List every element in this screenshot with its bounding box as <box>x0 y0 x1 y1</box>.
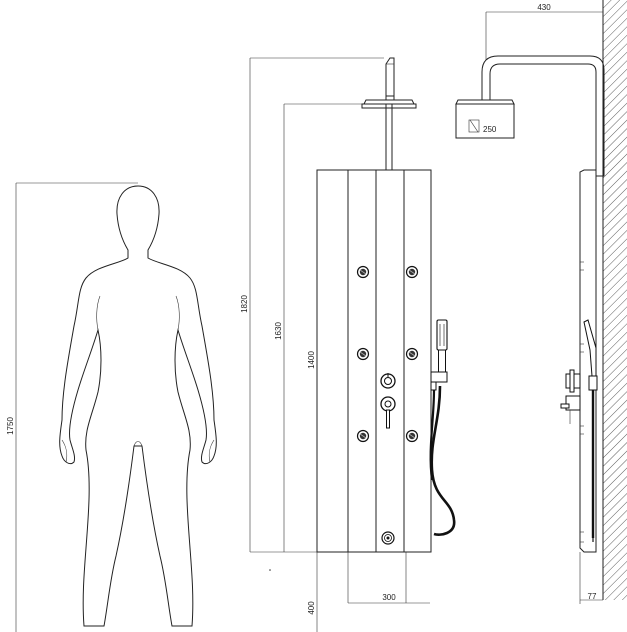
jet-icon <box>405 265 419 279</box>
label-77: 77 <box>588 592 597 601</box>
human-silhouette <box>59 185 217 627</box>
label-1400: 1400 <box>307 351 316 369</box>
body-jets <box>356 265 419 443</box>
wall <box>602 0 627 600</box>
dimension-arm-length: 430 <box>485 3 603 60</box>
label-1820: 1820 <box>240 295 249 313</box>
jet-icon <box>356 347 370 361</box>
foot-jet-icon <box>381 531 395 545</box>
jet-icon <box>405 347 419 361</box>
front-shower-panel <box>316 169 432 553</box>
front-shower-head <box>361 57 417 170</box>
stray-dot <box>269 569 271 571</box>
dimension-floor-offset: 400 <box>307 552 318 632</box>
mixer-lever <box>380 396 396 429</box>
side-shower-arm <box>481 55 605 177</box>
dimension-wall-depth: 77 <box>579 552 603 604</box>
dimension-panel-height: 1400 <box>307 170 318 552</box>
dimension-panel-width: 300 <box>347 552 430 604</box>
label-430: 430 <box>537 3 551 12</box>
side-hand-shower <box>583 319 598 542</box>
jet-icon <box>356 265 370 279</box>
hand-shower-front <box>429 319 456 536</box>
dimension-person-height: 1750 <box>6 182 138 632</box>
jet-icon <box>356 429 370 443</box>
label-1630: 1630 <box>274 322 283 340</box>
label-300: 300 <box>382 593 396 602</box>
dimension-head-height: 1630 <box>274 103 362 552</box>
side-controls <box>560 369 581 424</box>
jet-icon <box>405 429 419 443</box>
label-1750: 1750 <box>6 417 15 435</box>
label-250: 250 <box>483 125 497 134</box>
label-400: 400 <box>307 601 316 615</box>
dimension-total-height: 1820 <box>240 57 384 553</box>
side-shower-head: 250 <box>455 99 515 139</box>
diverter-knob <box>380 373 396 389</box>
